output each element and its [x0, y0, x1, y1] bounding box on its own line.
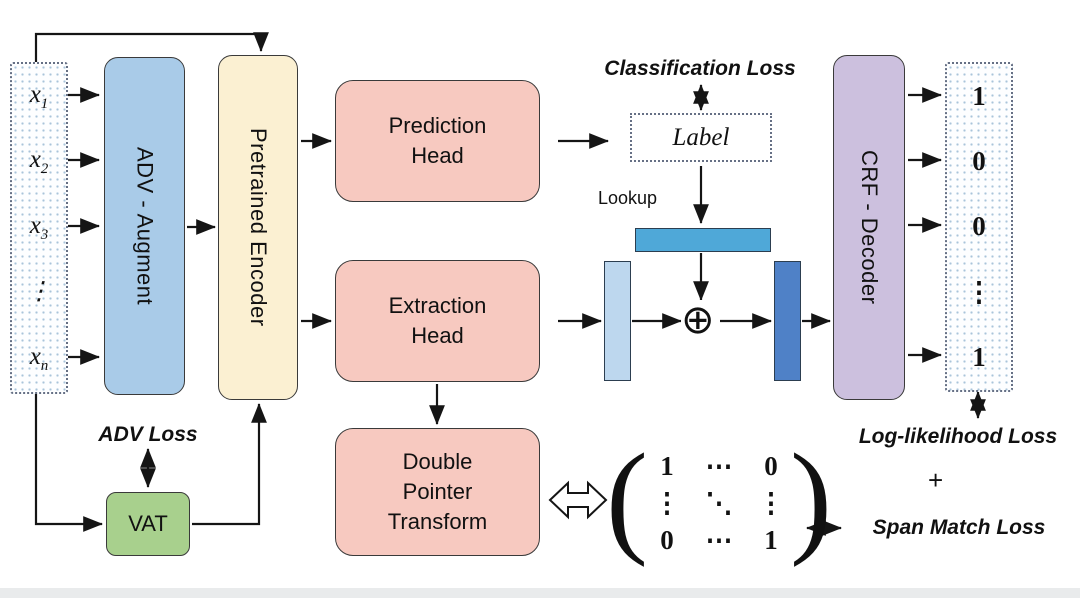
vat-label: VAT: [128, 511, 168, 536]
span-match-loss-label: Span Match Loss: [872, 516, 1046, 539]
matrix-cell: 1: [660, 450, 674, 481]
adv-augment-label: ADV - Augment: [132, 146, 158, 306]
double-pointer-transform-block: Double Pointer Transform: [335, 428, 540, 556]
extraction-head-block: Extraction Head: [335, 260, 540, 382]
plus-label: +: [928, 465, 944, 495]
matrix-cell: ⋮: [653, 487, 681, 518]
output-value: ⋮: [965, 276, 993, 307]
equivalence-arrow-icon: [548, 480, 608, 520]
pretrained-encoder-block: Pretrained Encoder: [218, 55, 298, 400]
lookup-label: Lookup: [598, 188, 658, 208]
matrix-cell: ⋯: [705, 450, 733, 481]
prediction-head-label: Prediction Head: [388, 113, 487, 168]
matrix-cell: 1: [764, 524, 778, 555]
vat-block: VAT: [106, 492, 190, 556]
bottom-edge-strip: [0, 588, 1080, 598]
output-value: 1: [972, 341, 986, 372]
pretrained-encoder-label: Pretrained Encoder: [246, 128, 271, 327]
label-box-text: Label: [672, 123, 730, 151]
matrix-cell: ⋱: [705, 487, 733, 518]
matrix-cell: ⋮: [757, 487, 785, 518]
arrow-vat-encoder: [192, 403, 267, 526]
output-value: 0: [972, 211, 986, 242]
extraction-head-label: Extraction Head: [388, 293, 487, 348]
input-sequence-box: x1 x2 x3 ⋮ xn: [10, 62, 68, 394]
input-token: ⋮: [26, 277, 52, 305]
oplus-icon: ⊕: [681, 297, 715, 343]
crf-decoder-block: CRF - Decoder: [833, 55, 905, 400]
matrix-cell: 0: [764, 450, 778, 481]
crf-decoder-label: CRF - Decoder: [857, 150, 882, 305]
adv-loss-label: ADV Loss: [98, 423, 198, 446]
arrow-token-vat: [34, 390, 103, 532]
fused-feature-bar-right: [774, 261, 801, 381]
output-value: 1: [972, 81, 986, 112]
extraction-feature-bar-left: [604, 261, 631, 381]
matrix-cell: ⋯: [705, 524, 733, 555]
double-pointer-transform-label: Double Pointer Transform: [387, 449, 488, 534]
output-value: 0: [972, 146, 986, 177]
classification-loss-label: Classification Loss: [604, 57, 796, 80]
input-token: x3: [29, 211, 49, 243]
output-sequence-box: 1 0 0 ⋮ 1: [945, 62, 1013, 392]
input-token: x1: [29, 80, 49, 112]
label-box: Label: [630, 113, 772, 162]
input-token: xn: [29, 343, 49, 375]
matrix-paren-right: ): [789, 429, 832, 569]
matrix-paren-left: (: [606, 429, 648, 569]
matrix-cell: 0: [660, 524, 674, 555]
prediction-head-block: Prediction Head: [335, 80, 540, 202]
matrix-grid: 1 ⋯ 0 ⋮ ⋱ ⋮ 0 ⋯ 1: [653, 450, 785, 555]
input-token: x2: [29, 146, 49, 178]
adv-augment-block: ADV - Augment: [104, 57, 185, 395]
span-matrix: ( 1 ⋯ 0 ⋮ ⋱ ⋮ 0 ⋯ 1 ): [606, 429, 832, 569]
log-likelihood-loss-label: Log-likelihood Loss: [858, 425, 1058, 448]
lookup-embedding-bar: [635, 228, 771, 252]
